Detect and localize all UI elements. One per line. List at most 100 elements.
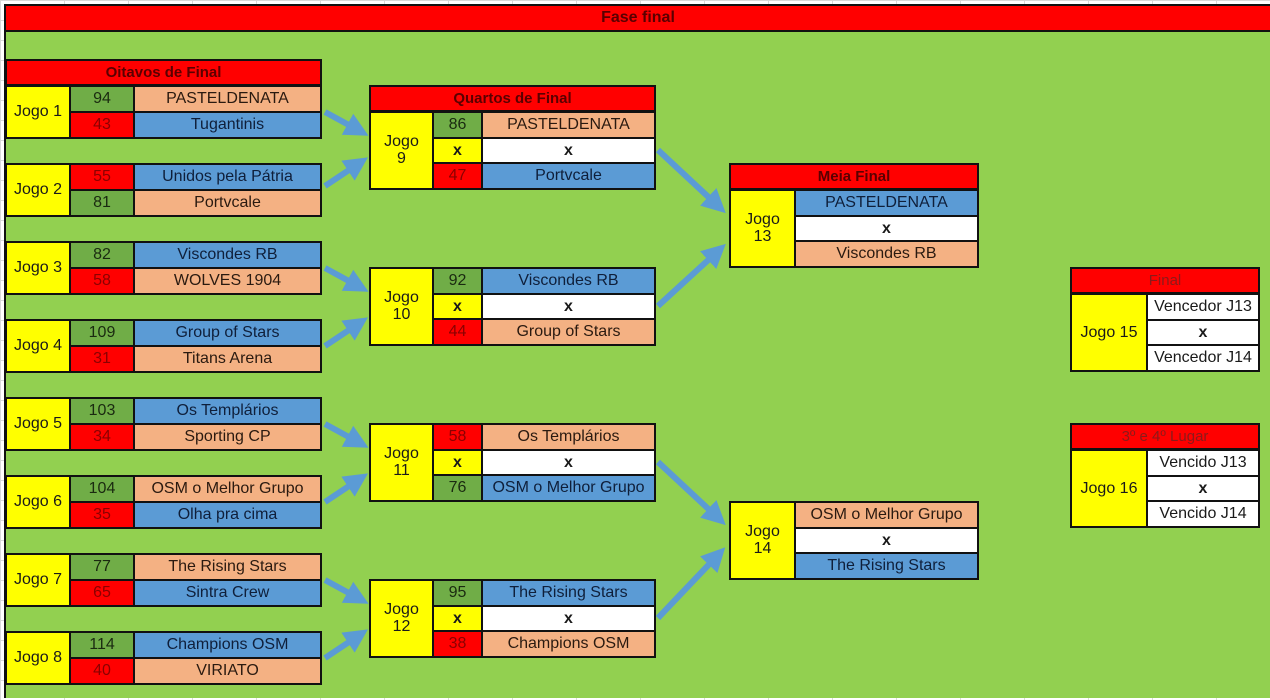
team-score: 104 [71, 477, 133, 501]
team-score: 40 [71, 659, 133, 683]
match-label: Jogo 14 [731, 503, 794, 578]
team-score: 38 [434, 632, 481, 656]
team-name: Sporting CP [135, 425, 320, 449]
match-label: Jogo 13 [731, 191, 794, 266]
team-name: PASTELDENATA [796, 191, 977, 215]
team-name: Olha pra cima [135, 503, 320, 527]
team-score: 95 [434, 581, 481, 605]
match-label: Jogo 1 [7, 87, 69, 137]
match-label: Jogo 2 [7, 165, 69, 215]
team-name: The Rising Stars [796, 554, 977, 578]
team-name: OSM o Melhor Grupo [135, 477, 320, 501]
team-name: Portvcale [135, 191, 320, 215]
match-label: Jogo 7 [7, 555, 69, 605]
team-name: Group of Stars [135, 321, 320, 345]
team-name: WOLVES 1904 [135, 269, 320, 293]
team-name: Os Templários [135, 399, 320, 423]
match-label: Jogo 5 [7, 399, 69, 449]
team-name: Portvcale [483, 164, 654, 188]
team-score: 55 [71, 165, 133, 189]
team-score: 114 [71, 633, 133, 657]
round-header-r16: Oitavos de Final [5, 59, 322, 86]
separator: x [1148, 320, 1258, 345]
team-name: Vencedor J14 [1148, 346, 1258, 370]
team-name: The Rising Stars [483, 581, 654, 605]
round-header-final: Final [1070, 267, 1260, 294]
team-name: Champions OSM [135, 633, 320, 657]
team-name: Vencido J14 [1148, 502, 1258, 526]
separator: x [483, 294, 654, 319]
separator: x [796, 216, 977, 241]
match-label: Jogo 12 [371, 581, 432, 656]
team-score: 92 [434, 269, 481, 293]
team-name: Vencedor J13 [1148, 295, 1258, 319]
team-score: 65 [71, 581, 133, 605]
team-score: 94 [71, 87, 133, 111]
team-score: 76 [434, 476, 481, 500]
separator: x [483, 450, 654, 475]
round-header-sf: Meia Final [729, 163, 979, 190]
separator: x [434, 606, 481, 631]
team-name: Viscondes RB [796, 242, 977, 266]
team-score: 103 [71, 399, 133, 423]
match-label: Jogo 3 [7, 243, 69, 293]
team-score: 109 [71, 321, 133, 345]
team-name: OSM o Melhor Grupo [796, 503, 977, 527]
team-score: 77 [71, 555, 133, 579]
separator: x [483, 138, 654, 163]
match-label: Jogo 16 [1072, 451, 1146, 526]
team-score: 82 [71, 243, 133, 267]
team-name: Vencido J13 [1148, 451, 1258, 475]
team-name: OSM o Melhor Grupo [483, 476, 654, 500]
team-name: Tugantinis [135, 113, 320, 137]
round-header-third: 3º e 4º Lugar [1070, 423, 1260, 450]
page-title: Fase final [4, 4, 1270, 32]
team-score: 43 [71, 113, 133, 137]
team-name: Viscondes RB [483, 269, 654, 293]
team-score: 34 [71, 425, 133, 449]
match-label: Jogo 4 [7, 321, 69, 371]
team-name: PASTELDENATA [483, 113, 654, 137]
separator: x [483, 606, 654, 631]
team-name: PASTELDENATA [135, 87, 320, 111]
separator: x [434, 138, 481, 163]
separator: x [434, 450, 481, 475]
team-score: 47 [434, 164, 481, 188]
match-label: Jogo 9 [371, 113, 432, 188]
match-label: Jogo 8 [7, 633, 69, 683]
team-name: Champions OSM [483, 632, 654, 656]
team-name: VIRIATO [135, 659, 320, 683]
team-name: Titans Arena [135, 347, 320, 371]
match-label: Jogo 15 [1072, 295, 1146, 370]
team-score: 81 [71, 191, 133, 215]
team-name: Group of Stars [483, 320, 654, 344]
team-score: 58 [434, 425, 481, 449]
team-name: Os Templários [483, 425, 654, 449]
match-label: Jogo 6 [7, 477, 69, 527]
separator: x [796, 528, 977, 553]
team-name: The Rising Stars [135, 555, 320, 579]
team-score: 58 [71, 269, 133, 293]
team-name: Sintra Crew [135, 581, 320, 605]
round-header-qf: Quartos de Final [369, 85, 656, 112]
separator: x [434, 294, 481, 319]
team-name: Unidos pela Pátria [135, 165, 320, 189]
separator: x [1148, 476, 1258, 501]
team-name: Viscondes RB [135, 243, 320, 267]
match-label: Jogo 10 [371, 269, 432, 344]
